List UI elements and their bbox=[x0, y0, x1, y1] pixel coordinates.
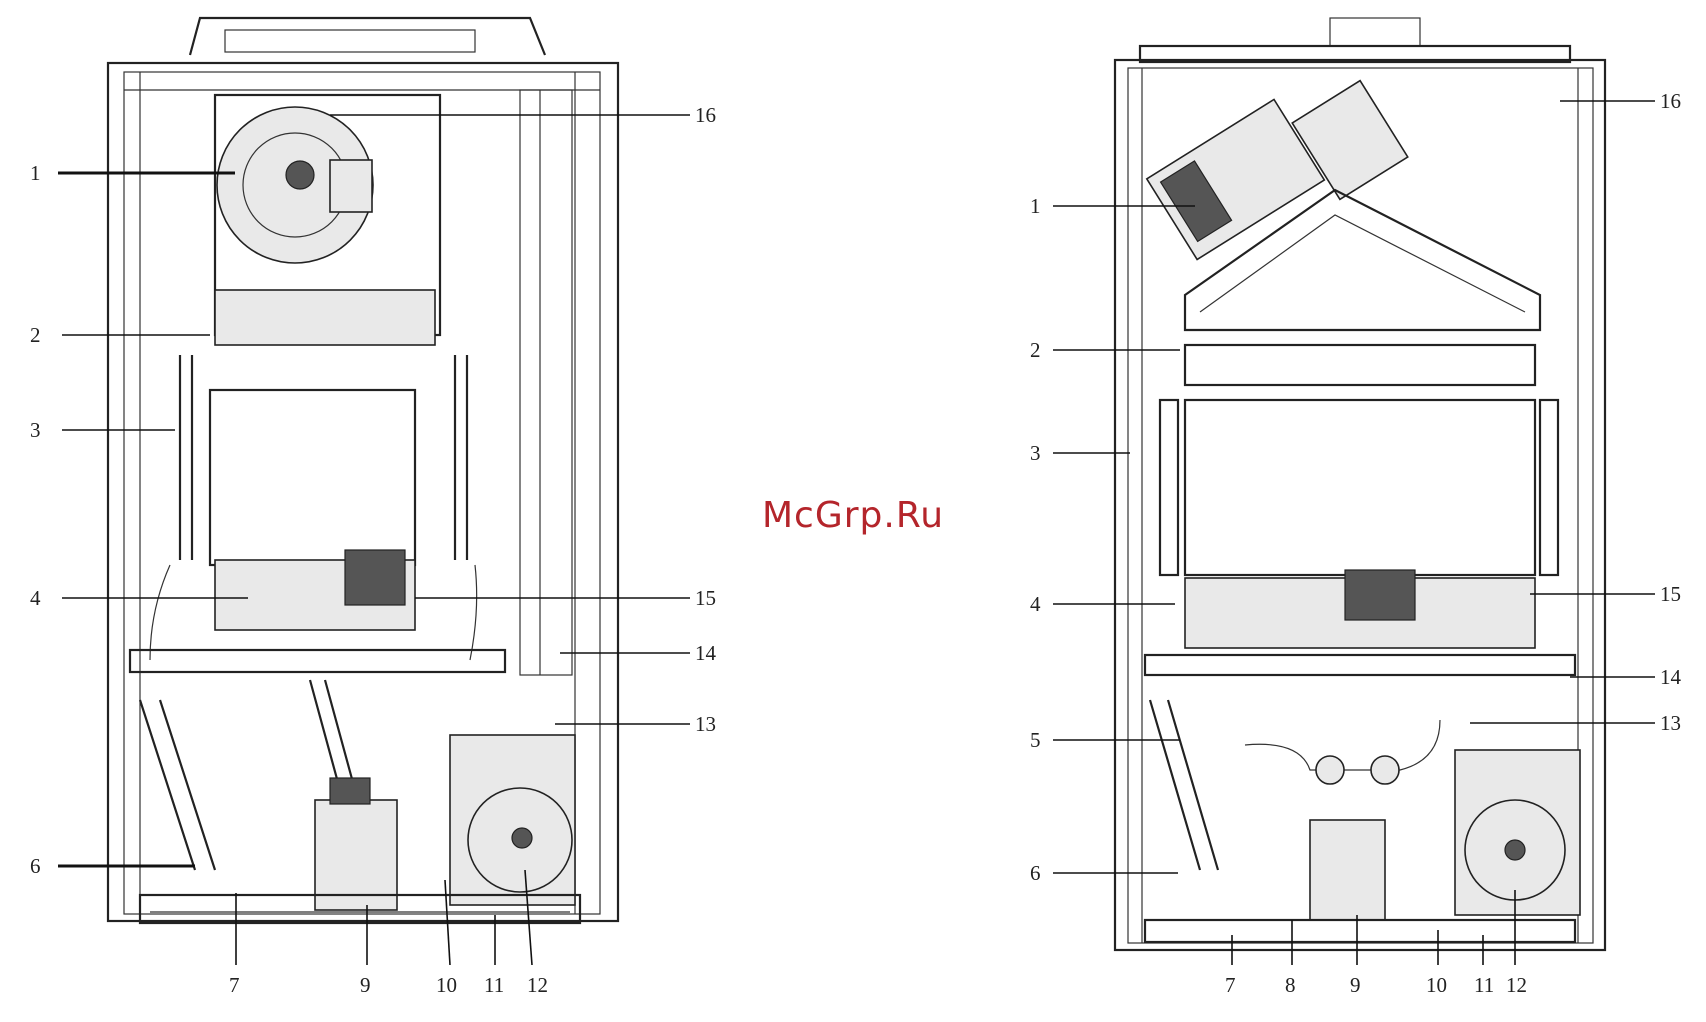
gas-valve bbox=[315, 800, 397, 910]
left-callout-14: 14 bbox=[695, 641, 717, 665]
right-callout-10: 10 bbox=[1426, 973, 1447, 997]
flue-hood bbox=[215, 290, 435, 345]
left-callout-13: 13 bbox=[695, 712, 716, 736]
right-callout-14: 14 bbox=[1660, 665, 1682, 689]
left-callout-12: 12 bbox=[527, 973, 548, 997]
left-callout-16: 16 bbox=[695, 103, 716, 127]
left-callout-7: 7 bbox=[229, 973, 240, 997]
left-boiler-diagram: 1 2 3 4 6 7 9 10 11 12 13 14 15 16 bbox=[30, 18, 717, 997]
watermark-text: McGrp.Ru bbox=[762, 495, 944, 536]
left-callout-4: 4 bbox=[30, 586, 41, 610]
right-callout-16: 16 bbox=[1660, 89, 1681, 113]
right-boiler-diagram: 1 2 3 4 5 6 7 8 9 10 11 12 13 14 15 16 bbox=[1030, 18, 1682, 997]
left-callout-15: 15 bbox=[695, 586, 716, 610]
left-callout-10: 10 bbox=[436, 973, 457, 997]
right-callout-6: 6 bbox=[1030, 861, 1041, 885]
right-callout-9: 9 bbox=[1350, 973, 1361, 997]
left-callout-9: 9 bbox=[360, 973, 371, 997]
left-callout-1: 1 bbox=[30, 161, 41, 185]
left-callout-3: 3 bbox=[30, 418, 41, 442]
right-callout-13: 13 bbox=[1660, 711, 1681, 735]
gas-valve-right bbox=[1310, 820, 1385, 920]
left-callout-6: 6 bbox=[30, 854, 41, 878]
left-callout-2: 2 bbox=[30, 323, 41, 347]
right-callout-4: 4 bbox=[1030, 592, 1041, 616]
left-callout-11: 11 bbox=[484, 973, 504, 997]
right-callout-15: 15 bbox=[1660, 582, 1681, 606]
right-callout-3: 3 bbox=[1030, 441, 1041, 465]
right-callout-8: 8 bbox=[1285, 973, 1296, 997]
right-callout-1: 1 bbox=[1030, 194, 1041, 218]
right-callout-7: 7 bbox=[1225, 973, 1236, 997]
right-callout-2: 2 bbox=[1030, 338, 1041, 362]
right-callout-12: 12 bbox=[1506, 973, 1527, 997]
right-callout-11: 11 bbox=[1474, 973, 1494, 997]
right-callout-5: 5 bbox=[1030, 728, 1041, 752]
